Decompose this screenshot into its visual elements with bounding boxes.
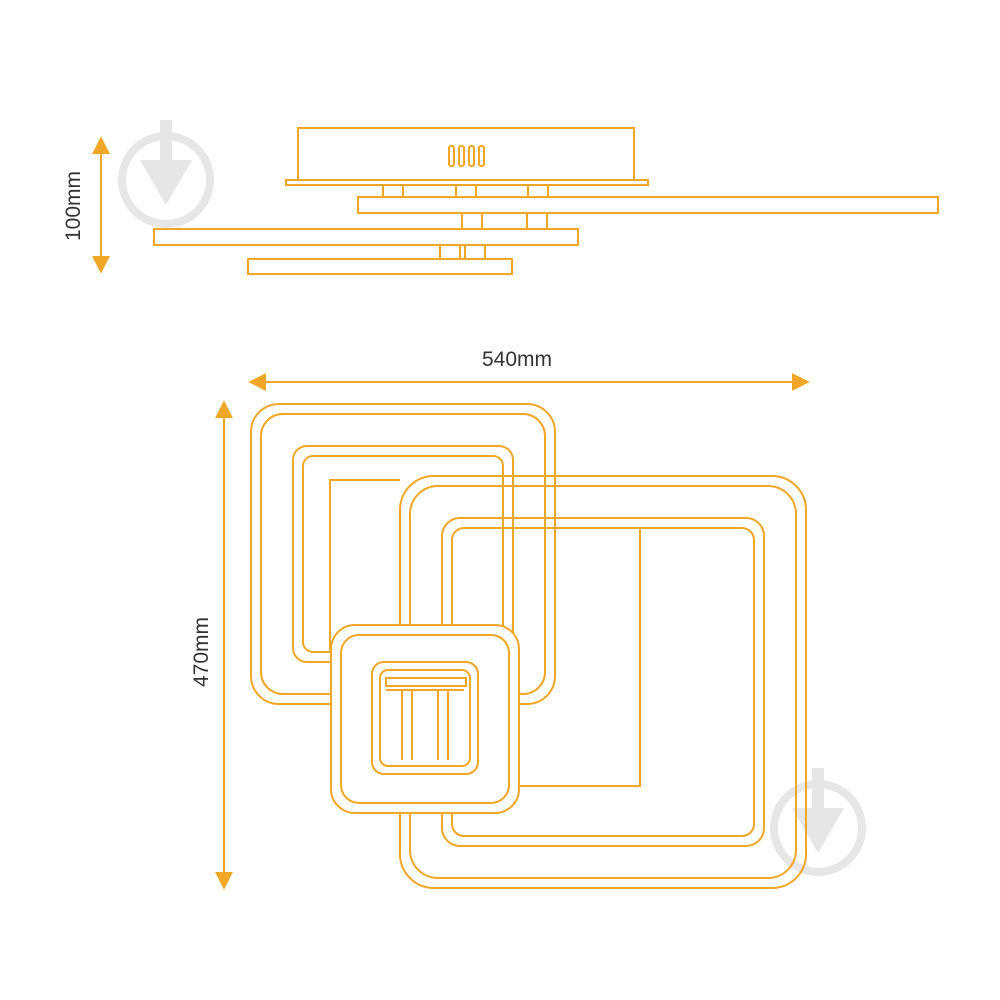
height-dimension: 100mm	[62, 136, 110, 274]
width-label: 540mm	[482, 348, 552, 371]
vent-slots	[448, 145, 485, 167]
width-dimension: 540mm	[248, 348, 810, 391]
depth-label: 470mm	[190, 617, 213, 687]
down-arrow-circle-icon	[770, 768, 866, 876]
ceiling-base	[297, 127, 635, 181]
height-label: 100mm	[62, 171, 85, 241]
side-bar-3	[247, 258, 513, 275]
depth-dimension: 470mm	[190, 400, 233, 890]
side-bar-1	[357, 196, 939, 214]
side-view	[153, 127, 939, 275]
frame-small-center	[330, 624, 520, 814]
down-arrow-circle-icon	[118, 120, 214, 228]
top-view	[250, 403, 807, 889]
side-bar-2	[153, 228, 579, 246]
